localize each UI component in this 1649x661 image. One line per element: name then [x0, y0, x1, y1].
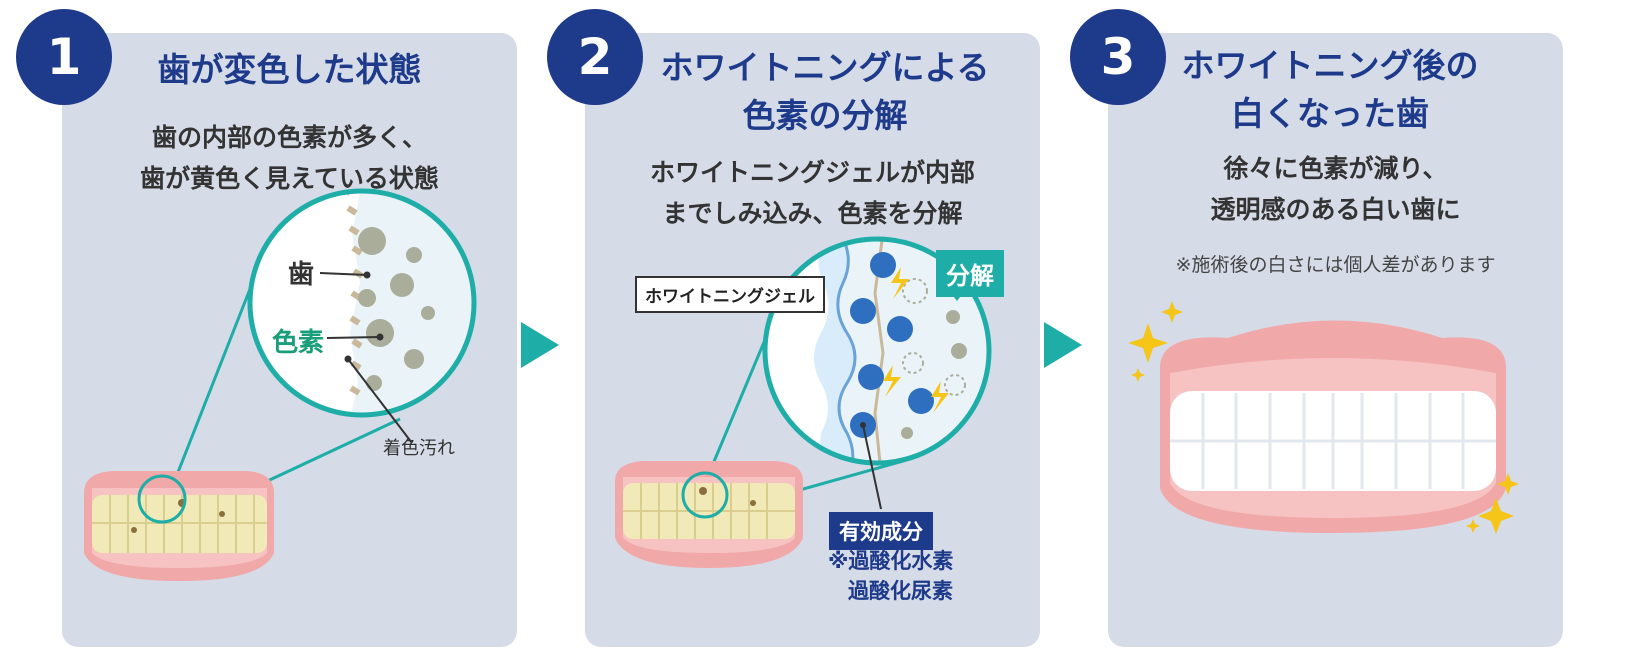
white-denture: [1160, 320, 1506, 533]
ingredient-list: ※過酸化水素 過酸化尿素: [828, 546, 953, 606]
step-1-desc-line-1: 歯の内部の色素が多く、: [151, 123, 427, 152]
step-1-illustration: [84, 188, 477, 581]
magnified-tooth: [247, 188, 477, 418]
step-3-note: ※施術後の白さには個人差があります: [1175, 254, 1496, 276]
sparkle-icon: [1497, 473, 1519, 495]
step-3-desc-line-2: 透明感のある白い歯に: [1210, 195, 1461, 224]
step-3-description: 徐々に色素が減り、 透明感のある白い歯に: [1108, 148, 1563, 230]
ingredient-1: ※過酸化水素: [828, 549, 954, 573]
active-ingredient-label: 有効成分: [829, 512, 933, 550]
step-2-description: ホワイトニングジェルが内部 までしみ込み、色素を分解: [585, 152, 1040, 234]
zoom-ring: [137, 474, 187, 524]
sparkle-icon: [1466, 519, 1480, 533]
step-3-title: ホワイトニング後の 白くなった歯: [1130, 42, 1530, 138]
step-3-title-line-1: ホワイトニング後の: [1181, 46, 1479, 85]
step-3-title-line-2: 白くなった歯: [1231, 94, 1429, 133]
step-2-title: ホワイトニングによる 色素の分解: [600, 44, 1050, 140]
sparkle-icon: [1131, 368, 1145, 382]
gel-label: ホワイトニングジェル: [635, 276, 825, 313]
sparkle-icon: [1128, 323, 1168, 363]
step-3-badge: 3: [1070, 9, 1166, 105]
step-1-title-line-1: 歯が変色した状態: [157, 50, 422, 89]
pigment-label: 色素: [272, 328, 325, 358]
yellow-denture: [615, 461, 803, 568]
stain-label: 着色汚れ: [383, 438, 455, 459]
step-3-desc-line-1: 徐々に色素が減り、: [1223, 154, 1448, 183]
step-1-title: 歯が変色した状態: [62, 46, 517, 94]
decompose-label: 分解: [936, 250, 1004, 297]
step-arrow-icon: [1044, 322, 1082, 368]
lightning-icon: [931, 381, 949, 413]
lightning-icon: [891, 267, 909, 299]
step-2-desc-line-1: ホワイトニングジェルが内部: [649, 158, 975, 187]
yellow-denture: [84, 471, 274, 581]
step-arrow-icon: [521, 322, 559, 368]
lightning-icon: [883, 365, 901, 397]
ingredient-2: 過酸化尿素: [848, 579, 953, 603]
step-1-badge: 1: [16, 9, 112, 105]
zoom-ring: [681, 471, 729, 519]
step-2-illustration: [615, 236, 992, 568]
tooth-label: 歯: [288, 260, 315, 290]
step-2-title-line-2: 色素の分解: [742, 96, 908, 135]
step-2-desc-line-2: までしみ込み、色素を分解: [662, 199, 963, 228]
step-2-badge: 2: [547, 9, 643, 105]
step-2-title-line-1: ホワイトニングによる: [660, 48, 990, 87]
sparkle-icon: [1161, 301, 1183, 323]
step-1-desc-line-2: 歯が黄色く見えている状態: [140, 164, 439, 193]
step-1-description: 歯の内部の色素が多く、 歯が黄色く見えている状態: [62, 117, 517, 199]
step-3-illustration: [1128, 301, 1519, 534]
sparkle-icon: [1478, 498, 1514, 534]
